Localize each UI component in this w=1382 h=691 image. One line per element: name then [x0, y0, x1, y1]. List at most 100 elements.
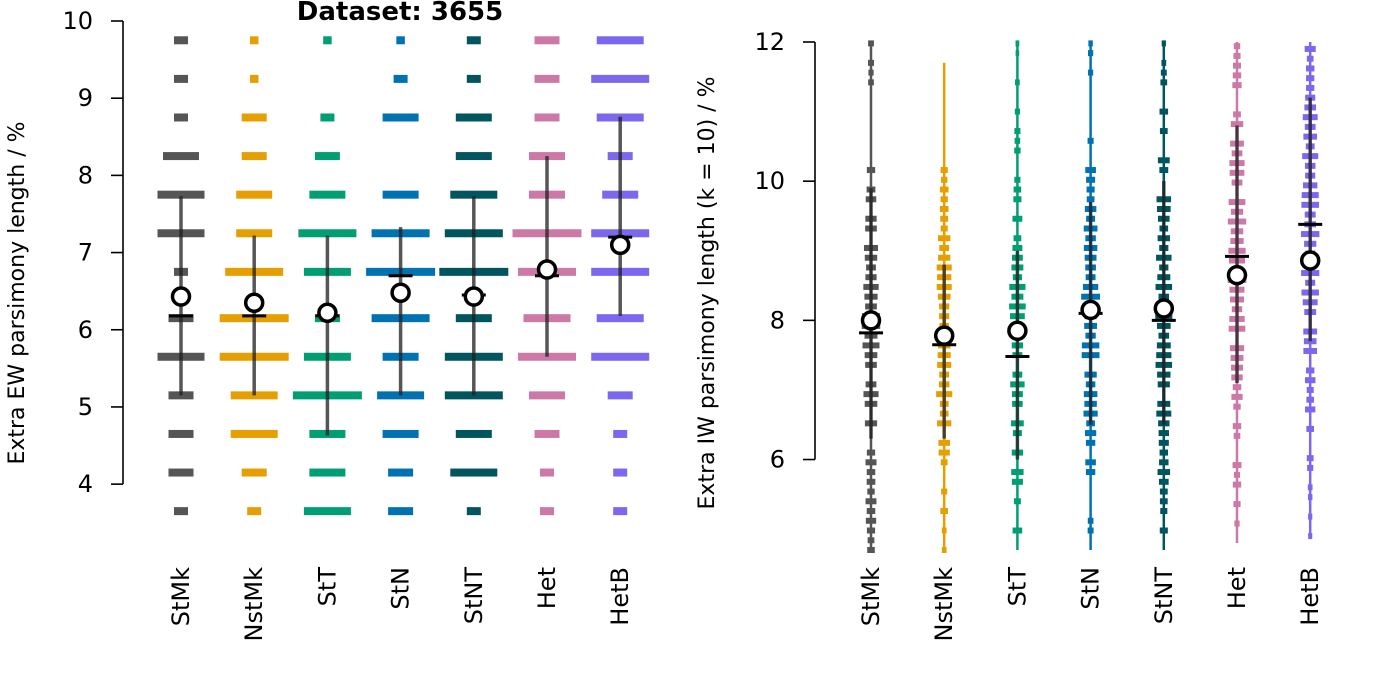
category-label: Het [533, 567, 561, 609]
het-density-segment [1232, 462, 1242, 469]
stt-frequency-bar [314, 152, 340, 161]
stt-frequency-bar [298, 229, 357, 238]
category-label: HetB [1296, 567, 1324, 626]
stn-density-segment [1086, 196, 1095, 203]
stmk-frequency-bar [163, 152, 199, 161]
stt-density-segment [1012, 215, 1023, 222]
hetb-density-segment [1306, 425, 1315, 432]
stt-density-segment [1014, 147, 1021, 154]
y-tick-label: 9 [78, 84, 93, 112]
stt-mean [317, 302, 338, 324]
category-label: Het [1223, 567, 1251, 609]
hetb-mean [609, 234, 631, 256]
het-density-segment [1233, 501, 1241, 508]
hetb-density-segment [1304, 377, 1316, 384]
stnt-density-segment [1159, 128, 1168, 135]
nstmk-density-segment [940, 225, 948, 232]
nstmk-frequency-bar [247, 507, 262, 516]
het-density-segment [1232, 423, 1242, 430]
stnt-frequency-bar [466, 36, 481, 45]
stnt-density-segment [1159, 527, 1168, 534]
stt-density-segment [1014, 128, 1021, 135]
stn-density-segment [1087, 50, 1094, 57]
stnt-frequency-bar [455, 152, 492, 161]
nstmk-density-segment [939, 206, 949, 213]
stnt-density-segment [1159, 108, 1169, 115]
stmk-density-segment [865, 459, 877, 466]
hetb-frequency-bar [591, 74, 650, 83]
stt-frequency-bar [303, 507, 351, 516]
stnt-density-segment [1159, 459, 1169, 466]
stnt-frequency-bar [455, 429, 492, 438]
nstmk-density-segment [938, 439, 951, 446]
stn-density-segment [1087, 137, 1094, 144]
stt-density-segment [1014, 108, 1020, 115]
category-label: HetB [606, 567, 634, 626]
stt-density-segment [1014, 176, 1021, 183]
nstmk-density-segment [939, 186, 949, 193]
nstmk-density-segment [941, 527, 947, 534]
stmk-frequency-bar [157, 190, 205, 199]
stnt-density-segment [1158, 439, 1169, 446]
hetb-density-segment [1303, 347, 1317, 354]
het-density-segment [1232, 72, 1242, 79]
het-frequency-bar [540, 468, 554, 477]
stnt-density-segment [1159, 498, 1168, 505]
stmk-frequency-bar [174, 74, 188, 83]
nstmk-density-segment [940, 196, 948, 203]
stt-density-segment [1015, 50, 1020, 57]
hetb-density-segment [1306, 396, 1315, 403]
stmk-density-segment [866, 478, 876, 485]
het-density-segment [1233, 471, 1241, 478]
stt-density-segment [1012, 527, 1023, 534]
category-label: StNT [460, 567, 488, 625]
stt-frequency-bar [309, 468, 346, 477]
stnt-density-segment [1157, 469, 1171, 476]
het-frequency-bar [534, 113, 560, 122]
het-frequency-bar [534, 36, 560, 45]
het-mean [1226, 264, 1248, 286]
hetb-density-segment [1307, 494, 1313, 501]
het-density-segment [1232, 82, 1242, 89]
het-frequency-bar [534, 429, 560, 438]
stmk-density-segment [868, 69, 874, 76]
nstmk-density-segment [938, 235, 951, 242]
het-density-segment [1232, 384, 1242, 391]
stn-density-segment [1085, 167, 1096, 174]
category-label: NstMk [930, 567, 958, 642]
stn-frequency-bar [382, 190, 419, 199]
stmk-frequency-bar [174, 36, 188, 45]
stnt-frequency-bar [466, 507, 481, 516]
hetb-frequency-bar [596, 314, 644, 323]
het-density-segment [1233, 403, 1241, 410]
stn-mean [390, 282, 411, 303]
het-frequency-bar [540, 507, 554, 516]
hetb-frequency-bar [613, 507, 628, 516]
stn-density-segment [1085, 459, 1096, 466]
stnt-density-segment [1157, 157, 1170, 164]
stn-mean [1080, 299, 1101, 321]
stmk-density-segment [866, 527, 876, 534]
category-label: StN [1077, 567, 1105, 610]
stn-frequency-bar [382, 113, 419, 122]
y-tick-label: 8 [770, 306, 785, 334]
stmk-mean [170, 286, 192, 307]
stt-density-segment [1013, 235, 1022, 242]
stnt-density-segment [1158, 430, 1170, 437]
category-label: StMk [857, 567, 885, 626]
stnt-density-segment [1161, 40, 1166, 47]
nstmk-density-segment [941, 176, 948, 183]
stnt-frequency-bar [450, 190, 498, 199]
category-label: NstMk [240, 567, 268, 642]
ew-data-marks [157, 36, 650, 516]
stn-frequency-bar [393, 74, 408, 83]
het-density-segment [1233, 432, 1241, 439]
nstmk-frequency-bar [241, 113, 267, 122]
y-tick-label: 6 [770, 446, 785, 474]
het-density-segment [1233, 62, 1241, 69]
stmk-density-segment [868, 59, 874, 66]
stmk-density-segment [866, 469, 876, 476]
